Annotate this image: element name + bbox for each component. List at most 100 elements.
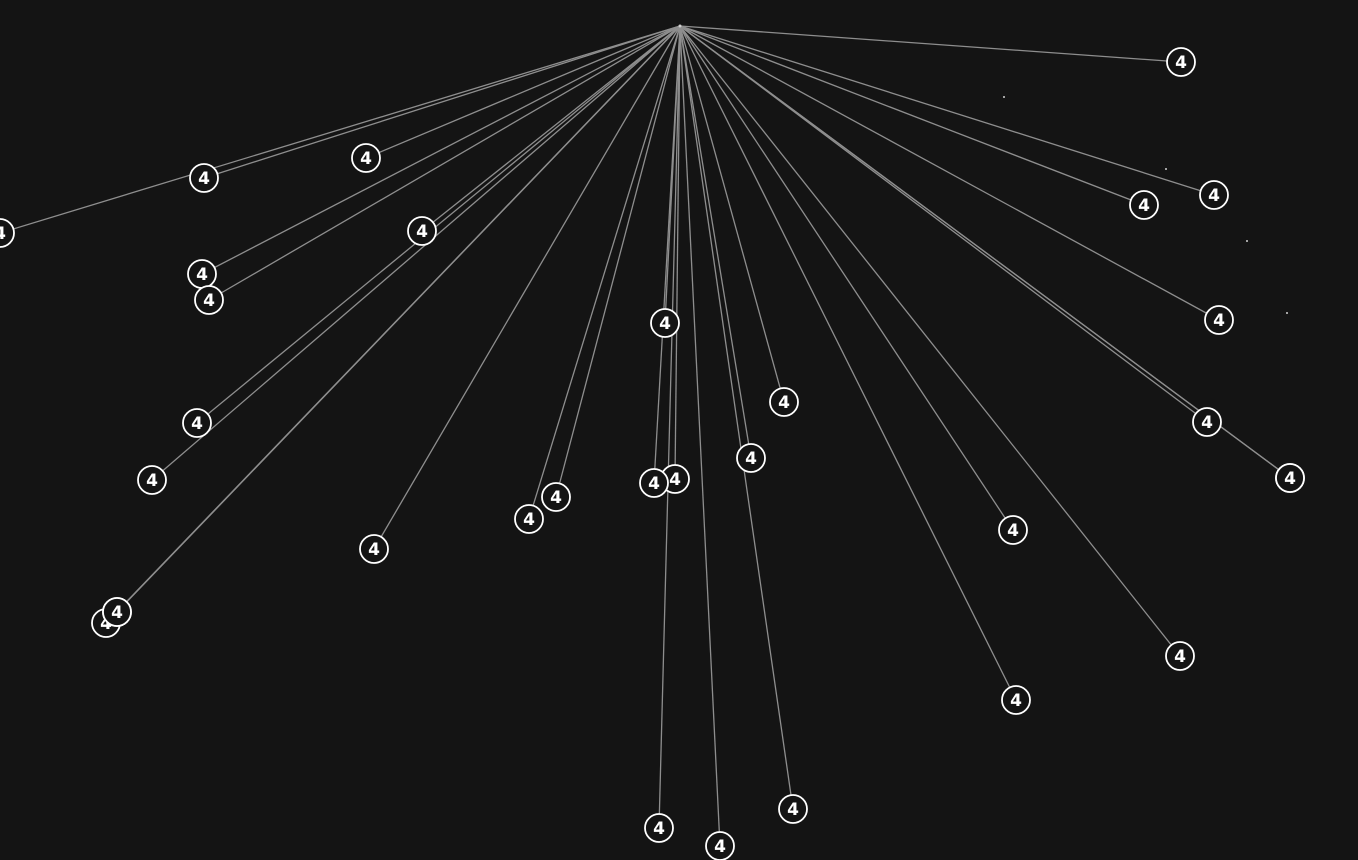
node-circle[interactable] (1204, 305, 1234, 335)
node-circle[interactable] (541, 482, 571, 512)
edge-n5 (679, 25, 1145, 206)
graph-node[interactable]: 4 (194, 285, 224, 315)
edge-n18 (674, 25, 681, 480)
graph-node[interactable]: 4 (1199, 180, 1229, 210)
graph-node[interactable]: 4 (1165, 641, 1195, 671)
graph-node[interactable]: 4 (541, 482, 571, 512)
node-label: 4 (648, 474, 660, 494)
node-circle[interactable] (650, 308, 680, 338)
graph-node[interactable]: 4 (189, 163, 219, 193)
root-hub-point (678, 24, 682, 28)
node-circle[interactable] (407, 216, 437, 246)
node-label: 4 (146, 471, 158, 491)
graph-node[interactable]: 4 (769, 387, 799, 417)
graph-node[interactable]: 4 (1192, 407, 1222, 437)
edge-n9 (208, 25, 681, 301)
node-circle[interactable] (189, 163, 219, 193)
edge-n26 (679, 25, 1181, 657)
edge-n30 (679, 25, 721, 847)
graph-node[interactable]: 4 (644, 813, 674, 843)
graph-node[interactable]: 4 (705, 831, 735, 860)
graph-node[interactable]: 4 (736, 443, 766, 473)
graph-node[interactable]: 4 (650, 308, 680, 338)
node-circle[interactable] (736, 443, 766, 473)
graph-node[interactable]: 4 (514, 504, 544, 534)
node-circle[interactable] (359, 534, 389, 564)
node-label: 4 (1201, 413, 1213, 433)
node-label: 4 (745, 449, 757, 469)
node-circle[interactable] (0, 218, 15, 248)
node-circle[interactable] (998, 515, 1028, 545)
node-circle[interactable] (705, 831, 735, 860)
graph-node[interactable]: 4 (1204, 305, 1234, 335)
edge-layer (0, 25, 1291, 847)
node-circle[interactable] (1199, 180, 1229, 210)
node-label: 4 (1174, 647, 1186, 667)
node-label: 4 (203, 291, 215, 311)
node-label: 4 (659, 314, 671, 334)
edge-n29 (658, 25, 681, 829)
node-label: 4 (191, 414, 203, 434)
graph-node[interactable]: 4 (1275, 463, 1305, 493)
edge-n13 (196, 25, 681, 424)
graph-node[interactable]: 4 (0, 218, 15, 248)
graph-node[interactable]: 4 (137, 465, 167, 495)
graph-node[interactable]: 4 (407, 216, 437, 246)
edge-n11 (679, 25, 1220, 321)
node-circle[interactable] (1165, 641, 1195, 671)
graph-node[interactable]: 4 (182, 408, 212, 438)
node-circle[interactable] (1129, 190, 1159, 220)
edge-n3 (203, 25, 681, 179)
node-label: 4 (416, 222, 428, 242)
edge-n8 (201, 25, 681, 275)
background-speck (1246, 240, 1248, 242)
node-circle[interactable] (769, 387, 799, 417)
graph-node[interactable]: 4 (102, 597, 132, 627)
node-layer: 44444444444444444444444444444444 (0, 24, 1305, 860)
background-speck (1286, 312, 1288, 314)
node-circle[interactable] (1166, 47, 1196, 77)
node-circle[interactable] (194, 285, 224, 315)
graph-node[interactable]: 4 (639, 468, 669, 498)
edge-n15 (679, 25, 752, 459)
node-label: 4 (1284, 469, 1296, 489)
node-circle[interactable] (639, 468, 669, 498)
edge-n20 (555, 25, 681, 498)
graph-node[interactable]: 4 (778, 794, 808, 824)
graph-node[interactable]: 4 (1129, 190, 1159, 220)
node-circle[interactable] (182, 408, 212, 438)
node-label: 4 (1010, 691, 1022, 711)
background-specks (1003, 96, 1288, 314)
graph-node[interactable]: 4 (998, 515, 1028, 545)
edge-n7 (421, 25, 681, 232)
node-label: 4 (550, 488, 562, 508)
node-label: 4 (1175, 53, 1187, 73)
node-circle[interactable] (1192, 407, 1222, 437)
node-circle[interactable] (514, 504, 544, 534)
graph-node[interactable]: 4 (359, 534, 389, 564)
node-label: 4 (1213, 311, 1225, 331)
graph-node[interactable]: 4 (1001, 685, 1031, 715)
edge-n31 (679, 25, 1291, 479)
node-label: 4 (360, 149, 372, 169)
node-circle[interactable] (778, 794, 808, 824)
edge-n16 (151, 25, 681, 481)
node-label: 4 (0, 224, 6, 244)
node-label: 4 (1007, 521, 1019, 541)
node-circle[interactable] (1001, 685, 1031, 715)
edge-n32 (116, 25, 681, 613)
graph-node[interactable]: 4 (351, 143, 381, 173)
graph-node[interactable]: 4 (1166, 47, 1196, 77)
node-circle[interactable] (1275, 463, 1305, 493)
edge-n28 (679, 25, 794, 810)
node-label: 4 (1138, 196, 1150, 216)
node-circle[interactable] (351, 143, 381, 173)
node-label: 4 (368, 540, 380, 560)
graph-node[interactable]: 4 (187, 259, 217, 289)
edge-n27 (679, 25, 1017, 701)
node-label: 4 (1208, 186, 1220, 206)
node-circle[interactable] (102, 597, 132, 627)
node-circle[interactable] (644, 813, 674, 843)
node-circle[interactable] (137, 465, 167, 495)
